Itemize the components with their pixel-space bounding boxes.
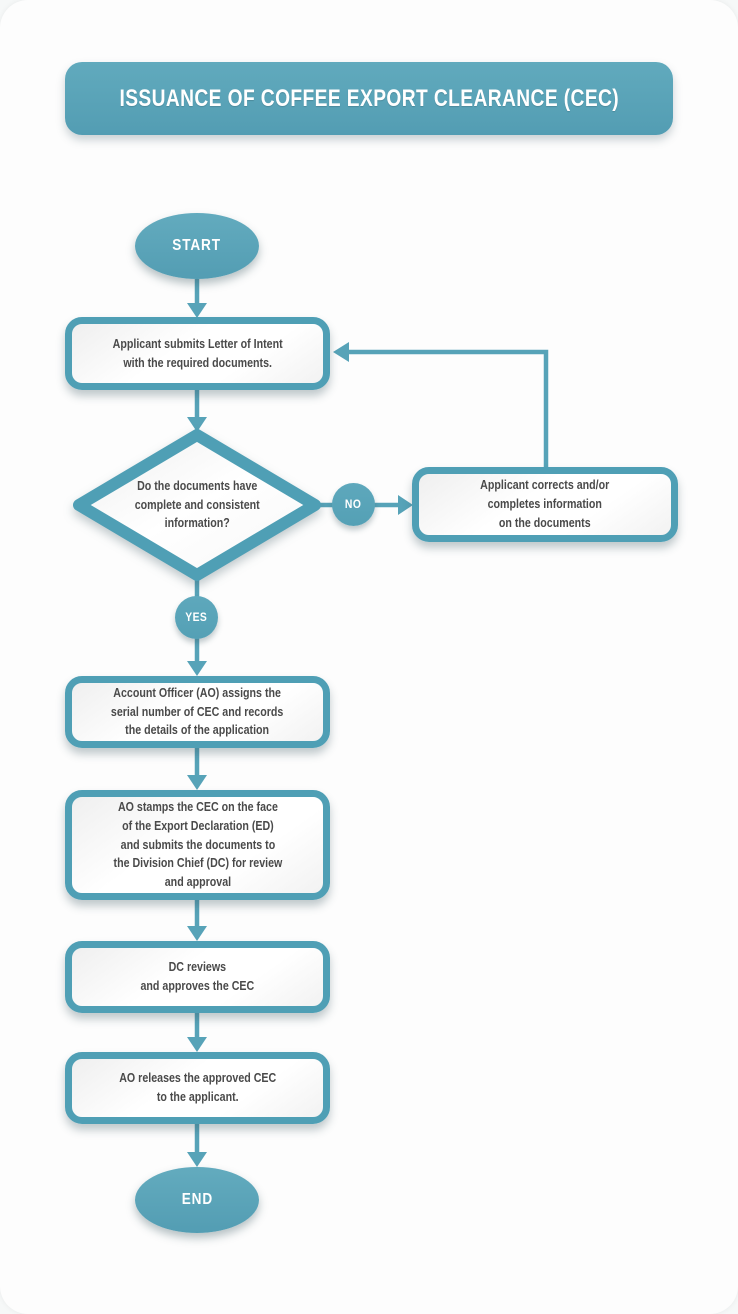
- decision-diamond-shape: [73, 429, 321, 581]
- process-correct-text: Applicant corrects and/or completes info…: [480, 477, 610, 530]
- edge-stamp-review: [187, 900, 207, 941]
- process-assign-text: Account Officer (AO) assigns the serial …: [111, 684, 284, 738]
- process-assign-serial: Account Officer (AO) assigns the serial …: [65, 676, 330, 748]
- end-label: END: [181, 1191, 213, 1208]
- start-terminal: START: [135, 213, 259, 279]
- no-label: NO: [345, 498, 362, 511]
- edge-release-end: [187, 1124, 207, 1167]
- process-dc-review: DC reviews and approves the CEC: [65, 941, 330, 1013]
- title-bar: ISSUANCE OF COFFEE EXPORT CLEARANCE (CEC…: [65, 62, 673, 135]
- process-release-text: AO releases the approved CEC to the appl…: [118, 1070, 277, 1104]
- yes-label: YES: [185, 611, 208, 624]
- edge-assign-stamp: [187, 748, 207, 790]
- edge-start-submit: [187, 279, 207, 318]
- yes-branch-badge: YES: [175, 596, 218, 639]
- process-stamp-cec: AO stamps the CEC on the face of the Exp…: [65, 790, 330, 900]
- decision-documents-complete: Do the documents have complete and consi…: [70, 426, 324, 584]
- edge-correct-submit-loop: [333, 342, 549, 468]
- process-correct-documents: Applicant corrects and/or completes info…: [412, 467, 678, 542]
- process-stamp-text: AO stamps the CEC on the face of the Exp…: [113, 798, 282, 890]
- no-branch-badge: NO: [332, 483, 375, 526]
- process-submit-text: Applicant submits Letter of Intent with …: [112, 335, 283, 370]
- process-submit-letter: Applicant submits Letter of Intent with …: [65, 317, 330, 390]
- process-review-text: DC reviews and approves the CEC: [140, 959, 255, 993]
- edge-review-release: [187, 1013, 207, 1052]
- end-terminal: END: [135, 1167, 259, 1233]
- start-label: START: [172, 237, 222, 254]
- decision-text: Do the documents have complete and consi…: [134, 477, 260, 531]
- page-title: ISSUANCE OF COFFEE EXPORT CLEARANCE (CEC…: [119, 84, 619, 112]
- process-release-cec: AO releases the approved CEC to the appl…: [65, 1052, 330, 1124]
